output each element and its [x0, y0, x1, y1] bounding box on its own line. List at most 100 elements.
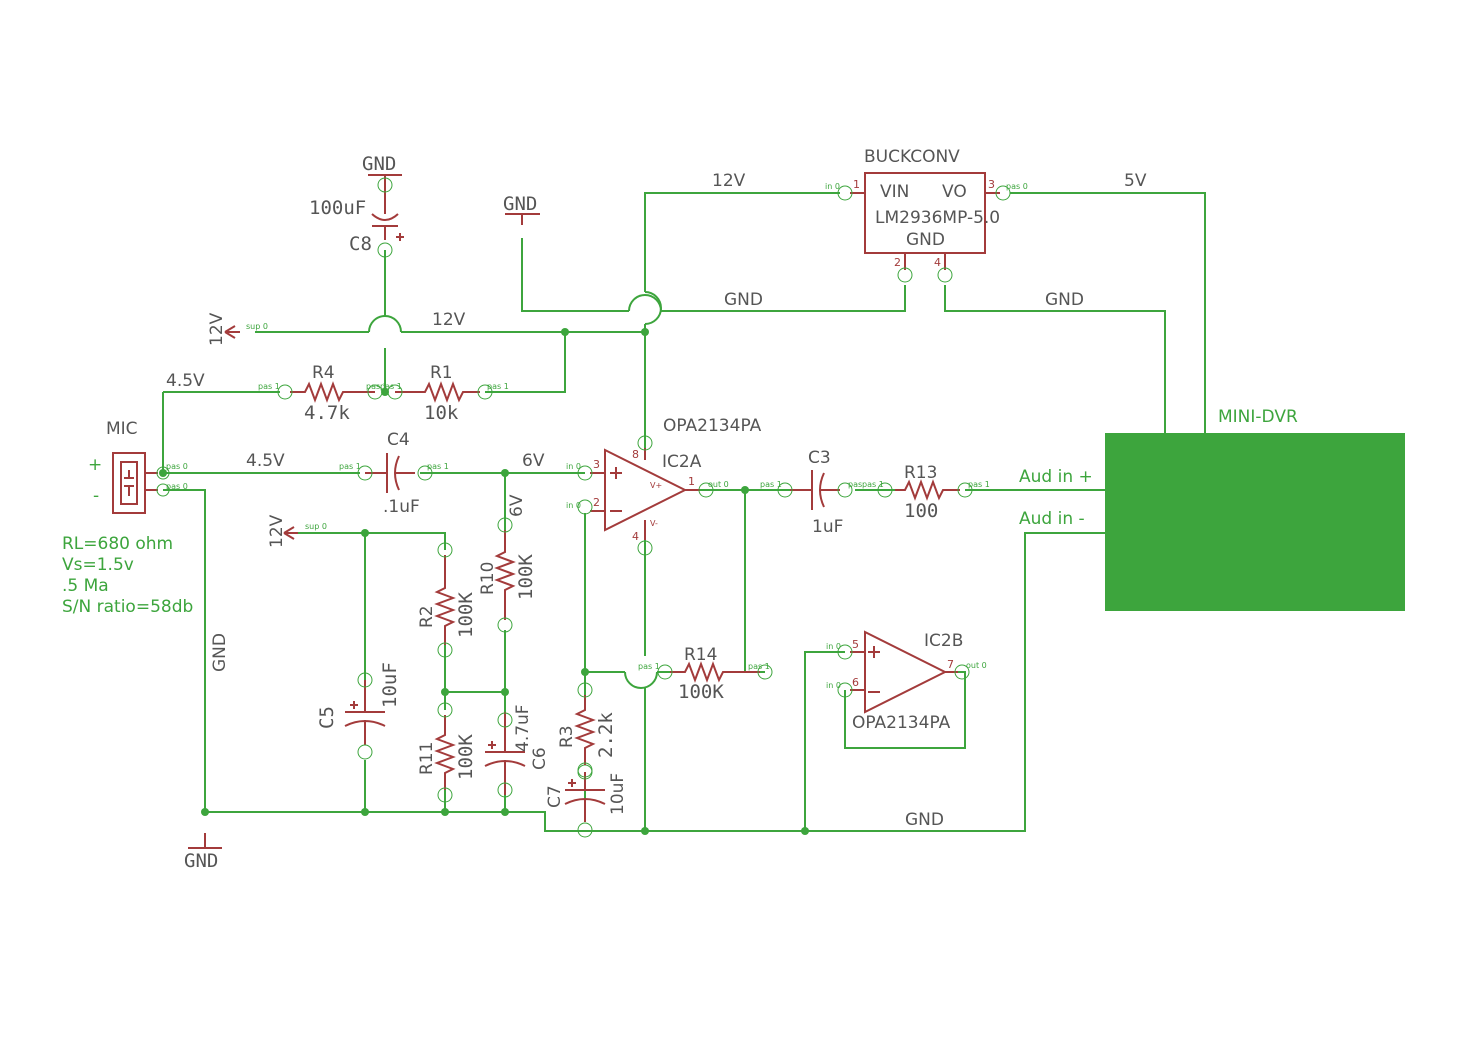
svg-text:pas 1: pas 1 [258, 382, 280, 391]
gnd-symbol-top: GND [362, 153, 402, 190]
svg-text:S/N ratio=58db: S/N ratio=58db [62, 597, 193, 617]
svg-text:1: 1 [688, 475, 695, 488]
svg-text:R1: R1 [430, 363, 453, 383]
svg-text:-: - [93, 486, 99, 506]
svg-text:pas 1: pas 1 [380, 382, 402, 391]
svg-text:Vs=1.5v: Vs=1.5v [62, 555, 134, 575]
svg-text:5V: 5V [1124, 171, 1147, 191]
svg-text:C6: C6 [530, 747, 550, 770]
capacitor-c6: C6 4.7uF [484, 704, 550, 798]
svg-text:IC2A: IC2A [662, 452, 702, 472]
pin-annotations: in 0 pas 0 sup 0 pas 1 pas 1 pas 1 pas 1… [166, 182, 1028, 690]
svg-text:out 0: out 0 [966, 661, 987, 670]
svg-text:BUCKCONV: BUCKCONV [864, 147, 960, 167]
svg-text:pas 1: pas 1 [760, 480, 782, 489]
microphone: MIC + - RL=680 ohm Vs=1.5v .5 Ma S/N rat… [62, 419, 193, 617]
svg-text:3: 3 [988, 178, 995, 191]
svg-text:4.7uF: 4.7uF [513, 704, 533, 752]
svg-text:sup 0: sup 0 [246, 322, 268, 331]
svg-text:C4: C4 [387, 430, 410, 450]
svg-text:C7: C7 [545, 785, 565, 808]
svg-text:C5: C5 [316, 706, 338, 729]
capacitor-c7: C7 10uF [545, 764, 628, 838]
svg-text:GND: GND [503, 193, 537, 215]
svg-text:6: 6 [852, 676, 859, 689]
svg-text:LM2936MP-5.0: LM2936MP-5.0 [875, 208, 1000, 228]
capacitor-c8: 100uF C8 [309, 177, 404, 258]
svg-text:GND: GND [210, 633, 230, 672]
svg-text:12V: 12V [207, 312, 227, 346]
svg-text:.1uF: .1uF [383, 497, 420, 517]
svg-text:GND: GND [184, 850, 218, 872]
svg-text:6V: 6V [507, 494, 527, 517]
svg-text:4: 4 [632, 530, 639, 543]
svg-text:100: 100 [904, 500, 938, 522]
svg-text:pas 0: pas 0 [166, 482, 188, 491]
svg-text:GND: GND [362, 153, 396, 175]
svg-text:in 0: in 0 [825, 182, 840, 191]
svg-text:VIN: VIN [880, 182, 909, 202]
svg-text:in 0: in 0 [826, 681, 841, 690]
gnd-symbol-left: GND [503, 193, 540, 225]
svg-text:2.2k: 2.2k [595, 712, 617, 758]
svg-text:GND: GND [724, 290, 763, 310]
svg-text:4: 4 [934, 256, 941, 269]
svg-text:pas 1: pas 1 [487, 382, 509, 391]
svg-text:pas 1: pas 1 [638, 662, 660, 671]
svg-text:12V: 12V [267, 514, 287, 548]
svg-text:pas 1: pas 1 [862, 480, 884, 489]
svg-text:pas 1: pas 1 [427, 462, 449, 471]
capacitor-c5: C5 10uF [316, 662, 401, 760]
svg-text:R2: R2 [417, 605, 437, 628]
svg-text:C8: C8 [349, 233, 372, 255]
resistor-r14: R14 100K [657, 645, 773, 703]
svg-text:GND: GND [906, 230, 945, 250]
svg-text:pas 1: pas 1 [968, 480, 990, 489]
svg-text:V+: V+ [650, 481, 662, 490]
resistor-r1: R1 10k [387, 363, 493, 424]
svg-text:2: 2 [593, 496, 600, 509]
resistor-r3: R3 2.2k [557, 682, 617, 778]
opamp-ic2a: 3 2 1 8 4 IC2A OPA2134PA [577, 416, 762, 556]
junctions [159, 328, 809, 835]
capacitor-c4: C4 .1uF [357, 430, 433, 517]
resistor-r2: R2 100K [417, 542, 477, 658]
svg-text:1: 1 [853, 178, 860, 191]
resistor-r4: R4 4.7k [277, 363, 383, 424]
svg-text:pas 0: pas 0 [1006, 182, 1028, 191]
svg-text:pas 1: pas 1 [748, 662, 770, 671]
svg-text:GND: GND [905, 810, 944, 830]
svg-text:Aud in +: Aud in + [1019, 467, 1093, 487]
svg-text:100uF: 100uF [309, 197, 366, 219]
svg-text:pas 1: pas 1 [366, 382, 388, 391]
buck-converter: BUCKCONV LM2936MP-5.0 VIN VO GND 1 3 2 4 [837, 147, 1011, 283]
svg-text:100K: 100K [455, 734, 477, 780]
svg-text:in 0: in 0 [566, 462, 581, 471]
svg-text:pas: pas [848, 480, 862, 489]
resistor-r13: R13 100 [877, 463, 973, 522]
svg-text:4.5V: 4.5V [166, 371, 205, 391]
gnd-symbol-bottom: GND [184, 833, 222, 872]
svg-text:IC2B: IC2B [924, 631, 963, 651]
svg-text:5: 5 [852, 638, 859, 651]
svg-text:R11: R11 [417, 742, 437, 775]
svg-text:VO: VO [942, 182, 967, 202]
svg-text:3: 3 [593, 458, 600, 471]
svg-text:6V: 6V [522, 451, 545, 471]
svg-text:.5 Ma: .5 Ma [62, 576, 109, 596]
svg-text:R13: R13 [904, 463, 937, 483]
svg-text:MINI-DVR: MINI-DVR [1218, 407, 1298, 427]
svg-text:R4: R4 [312, 363, 335, 383]
resistor-r11: R11 100K [417, 702, 477, 803]
mini-dvr: MINI-DVR [1105, 407, 1405, 611]
svg-text:in 0: in 0 [826, 642, 841, 651]
svg-text:C3: C3 [808, 448, 831, 468]
capacitor-c3: C3 1uF [777, 448, 853, 537]
svg-text:1uF: 1uF [812, 517, 843, 537]
svg-text:12V: 12V [432, 310, 466, 330]
svg-text:in 0: in 0 [566, 501, 581, 510]
svg-text:V-: V- [650, 519, 658, 528]
svg-text:sup 0: sup 0 [305, 522, 327, 531]
svg-text:4.5V: 4.5V [246, 451, 285, 471]
